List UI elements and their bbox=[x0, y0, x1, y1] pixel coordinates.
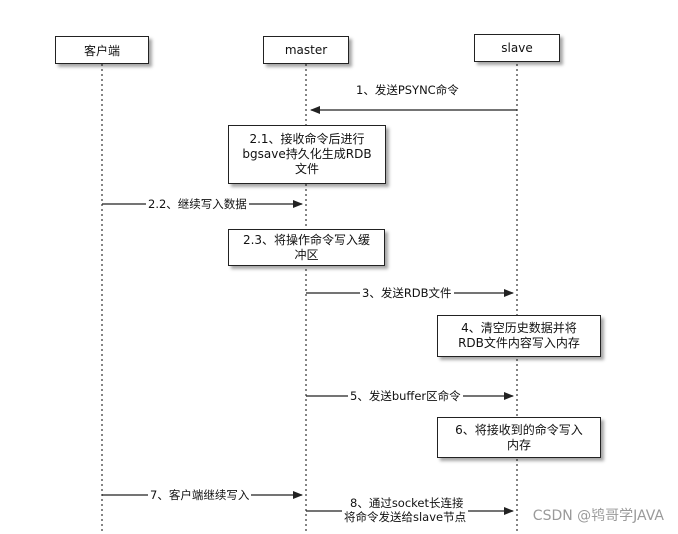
message-1-label: 1、发送PSYNC命令 bbox=[354, 83, 461, 97]
participant-master-label: master bbox=[284, 43, 328, 57]
csdn-watermark: CSDN @鸨哥学JAVA bbox=[532, 508, 664, 524]
message-5-label: 5、发送buffer区命令 bbox=[348, 389, 463, 403]
message-8-label-line2: 将命令发送给slave节点 bbox=[342, 510, 469, 524]
message-8-label-line1: 8、通过socket长连接 bbox=[348, 496, 466, 510]
note-6: 6、将接收到的命令写入 内存 bbox=[437, 417, 601, 458]
message-3-label: 3、发送RDB文件 bbox=[360, 286, 454, 300]
note-2-1: 2.1、接收命令后进行 bgsave持久化生成RDB 文件 bbox=[228, 125, 386, 184]
participant-slave-label: slave bbox=[501, 41, 533, 55]
participant-master: master bbox=[263, 36, 349, 64]
message-2-2-label: 2.2、继续写入数据 bbox=[146, 197, 249, 211]
participant-slave: slave bbox=[474, 34, 560, 62]
note-2-3: 2.3、将操作命令写入缓 冲区 bbox=[228, 229, 385, 266]
participant-client-label: 客户端 bbox=[83, 43, 120, 58]
message-7-label: 7、客户端继续写入 bbox=[148, 488, 252, 502]
note-4: 4、清空历史数据并将 RDB文件内容写入内存 bbox=[437, 315, 601, 357]
participant-client: 客户端 bbox=[55, 36, 149, 64]
